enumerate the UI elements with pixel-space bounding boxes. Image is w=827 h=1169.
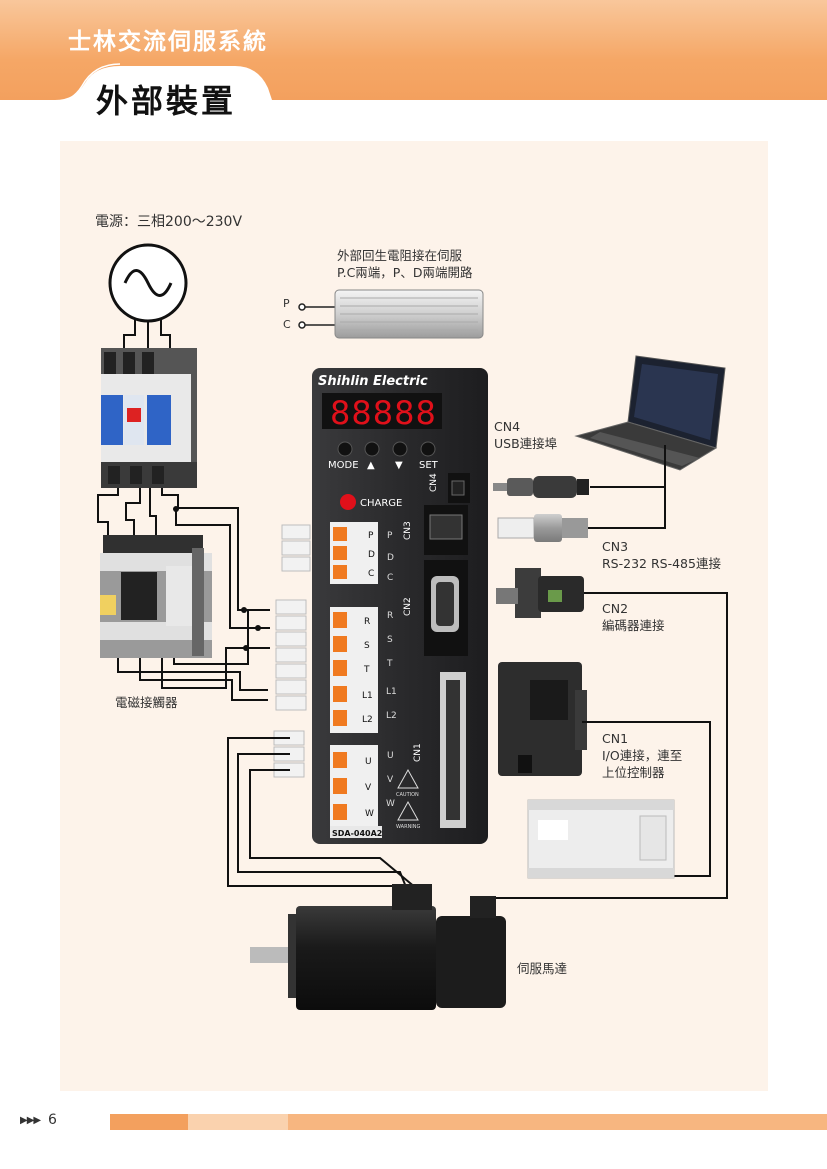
page-title: 外部裝置 — [96, 82, 237, 120]
down-button-label: ▼ — [395, 460, 403, 471]
encoder-plug-icon — [496, 568, 584, 618]
ac-source-icon — [108, 243, 188, 323]
svg-text:S: S — [387, 635, 393, 645]
regen-resistor-icon — [298, 289, 484, 339]
regen-label-line1: 外部回生電阻接在伺服 — [337, 248, 463, 263]
svg-text:D: D — [387, 553, 394, 563]
circuit-breaker-icon — [101, 348, 197, 488]
drive-terminal-l2: L2 — [362, 715, 373, 725]
cn1-desc-line1: I/O連接，連至 — [602, 748, 683, 763]
svg-text:L2: L2 — [386, 711, 397, 721]
cn2-label: CN2 — [602, 601, 629, 616]
terminal-p-label: P — [283, 297, 290, 310]
svg-text:V: V — [387, 775, 394, 785]
footer-arrows: ▶▶▶ — [20, 1115, 41, 1126]
footer-bar-mid — [188, 1114, 288, 1130]
servo-motor-icon — [250, 884, 506, 1010]
cn1-label: CN1 — [602, 731, 629, 746]
cn1-desc-line2: 上位控制器 — [602, 765, 665, 780]
power-label: 電源：三相200～230V — [95, 214, 243, 230]
cn2-desc: 編碼器連接 — [602, 618, 665, 633]
svg-text:U: U — [387, 751, 394, 761]
motor-label: 伺服馬達 — [517, 961, 568, 976]
footer-bar-right — [288, 1114, 827, 1130]
drive-cn4-label: CN4 — [429, 473, 439, 492]
drive-cn2-label: CN2 — [403, 597, 413, 616]
drive-terminal-p: P — [368, 531, 374, 541]
drive-brand-text: Shihlin Electric — [318, 374, 428, 389]
terminal-c-label: C — [283, 318, 291, 331]
servo-drive-icon: Shihlin Electric 88888 MODE ▲ ▼ SET CHAR… — [312, 368, 488, 844]
footer-bar-left — [110, 1114, 188, 1130]
usb-cable-icon — [493, 476, 589, 498]
title-tab — [0, 63, 827, 118]
warning-label: WARNING — [396, 824, 421, 830]
contactor-label: 電磁接觸器 — [115, 695, 178, 710]
series-title: 士林交流伺服系統 — [68, 29, 268, 55]
rs485-plug-icon — [497, 514, 588, 542]
io-connector-icon — [498, 662, 587, 776]
drive-terminal-r: R — [364, 617, 370, 627]
caution-label: CAUTION — [396, 792, 419, 798]
svg-text:W: W — [386, 799, 395, 809]
svg-text:P: P — [387, 531, 393, 541]
mode-button-label: MODE — [328, 460, 359, 471]
svg-text:R: R — [387, 611, 393, 621]
drive-terminal-s: S — [364, 641, 370, 651]
drive-terminal-u: U — [365, 757, 372, 767]
up-button-label: ▲ — [367, 460, 375, 471]
drive-led-display: 88888 — [330, 394, 437, 432]
page-number: 6 — [48, 1112, 57, 1128]
drive-terminal-t: T — [363, 665, 370, 675]
regen-label-line2: P.C兩端，P、D兩端開路 — [337, 265, 473, 280]
cn3-desc: RS-232 RS-485連接 — [602, 556, 721, 571]
drive-cn1-label: CN1 — [413, 743, 423, 762]
drive-terminal-v: V — [365, 783, 372, 793]
drive-terminal-d: D — [368, 550, 375, 560]
laptop-icon — [574, 355, 726, 471]
cn4-desc: USB連接埠 — [494, 436, 558, 451]
svg-text:C: C — [387, 573, 393, 583]
svg-text:L1: L1 — [386, 687, 397, 697]
svg-text:T: T — [386, 659, 393, 669]
drive-terminal-l1: L1 — [362, 691, 373, 701]
plc-controller-icon — [527, 799, 675, 879]
drive-cn3-label: CN3 — [403, 521, 413, 540]
charge-label: CHARGE — [360, 498, 402, 509]
set-button-label: SET — [419, 460, 439, 471]
drive-terminal-c: C — [368, 569, 374, 579]
cn3-label: CN3 — [602, 539, 629, 554]
cn4-label: CN4 — [494, 419, 521, 434]
drive-terminal-w: W — [365, 809, 374, 819]
magnetic-contactor-icon — [100, 535, 212, 658]
drive-model-label: SDA-040A2 — [332, 829, 382, 838]
